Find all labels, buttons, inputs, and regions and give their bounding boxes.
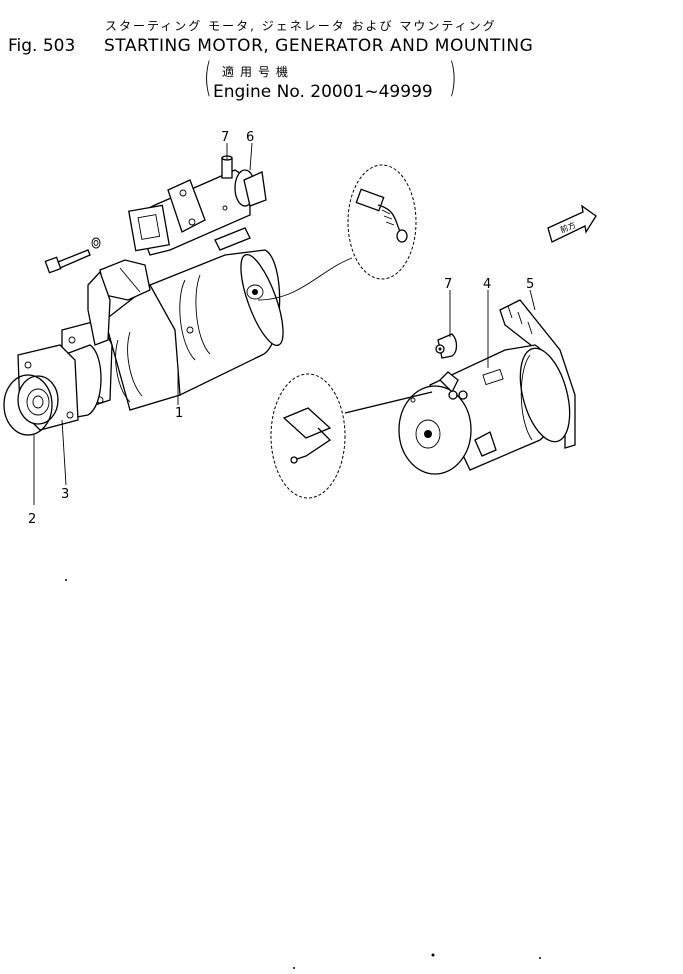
stray-dot [65,579,67,581]
part-number-5: 5 [526,277,534,292]
leader-5 [529,289,536,311]
magnetic-switch [128,155,267,256]
detail-leader-brush [257,257,353,301]
stray-dot [539,957,541,959]
applicability-label: 適用号機 [222,65,295,79]
part-number-3: 3 [61,487,69,502]
stray-dot [293,967,295,969]
brush-detail-circle [347,164,417,280]
leader-3 [61,419,67,486]
part-number-7: 7 [221,130,229,145]
terminal-fitting [435,333,458,359]
figure-label: Fig. 503 [8,36,76,56]
part-number-4: 4 [483,277,491,292]
starting-motor [3,237,284,436]
stray-dot [431,953,435,957]
terminal-plate [282,407,332,464]
bracket-right: ) [448,55,457,101]
detail-leader-generator [344,391,433,414]
leader-6 [249,142,253,171]
direction-marker: 前方 [547,204,597,243]
part-number-7-generator: 7 [444,277,452,292]
carbon-brush [355,188,408,243]
terminal-detail-circle [270,373,346,499]
part-number-2: 2 [28,512,36,527]
generator [398,299,576,475]
engine-range: Engine No. 20001~49999 [213,82,433,102]
bracket-left: ( [203,55,212,101]
part-number-1: 1 [175,406,183,421]
part-number-6: 6 [246,130,254,145]
english-title: STARTING MOTOR, GENERATOR AND MOUNTING [104,36,534,56]
japanese-title: スターティング モータ, ジェネレータ および マウンティング [105,19,497,33]
